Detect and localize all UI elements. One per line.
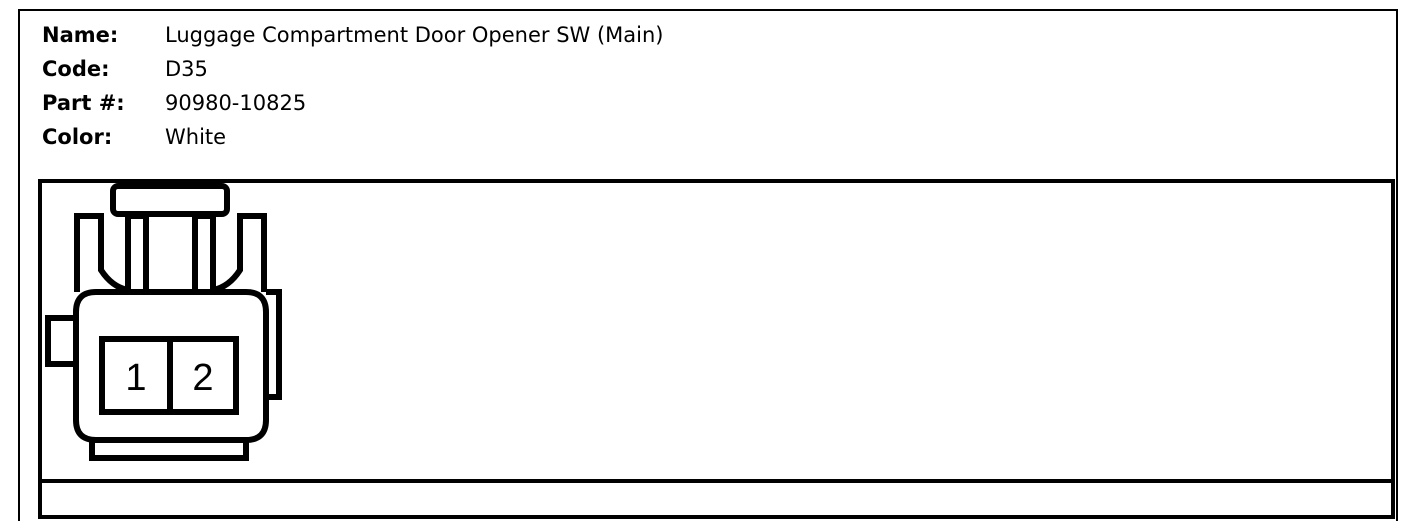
name-value: Luggage Compartment Door Opener SW (Main… <box>165 23 664 47</box>
code-row: Code: D35 <box>42 52 664 86</box>
connector-left-key <box>45 315 76 367</box>
pin-cavity-2 <box>167 336 239 415</box>
connector-bottom-rail <box>89 440 249 461</box>
connector-right-arm-inner <box>192 213 216 292</box>
code-value: D35 <box>165 57 208 81</box>
color-row: Color: White <box>42 120 664 154</box>
pin-label-1: 1 <box>125 357 146 399</box>
connector-right-arm <box>212 213 267 293</box>
pin-label-2: 2 <box>192 357 213 399</box>
color-label: Color: <box>42 125 113 149</box>
color-value: White <box>165 125 227 149</box>
part-number-value: 90980-10825 <box>165 91 307 115</box>
connector-sheet-frame <box>18 9 1398 521</box>
connector-info: Name: Luggage Compartment Door Opener SW… <box>42 18 664 154</box>
name-row: Name: Luggage Compartment Door Opener SW… <box>42 18 664 52</box>
code-label: Code: <box>42 57 110 81</box>
diagram-divider <box>38 479 1395 483</box>
name-label: Name: <box>42 23 119 47</box>
connector-latch-tab <box>110 183 230 217</box>
part-number-label: Part #: <box>42 91 125 115</box>
connector-left-arm <box>74 213 129 293</box>
part-number-row: Part #: 90980-10825 <box>42 86 664 120</box>
connector-diagram-box <box>38 179 1395 519</box>
connector-right-edge <box>266 289 282 400</box>
connector-left-arm-inner <box>125 213 149 292</box>
